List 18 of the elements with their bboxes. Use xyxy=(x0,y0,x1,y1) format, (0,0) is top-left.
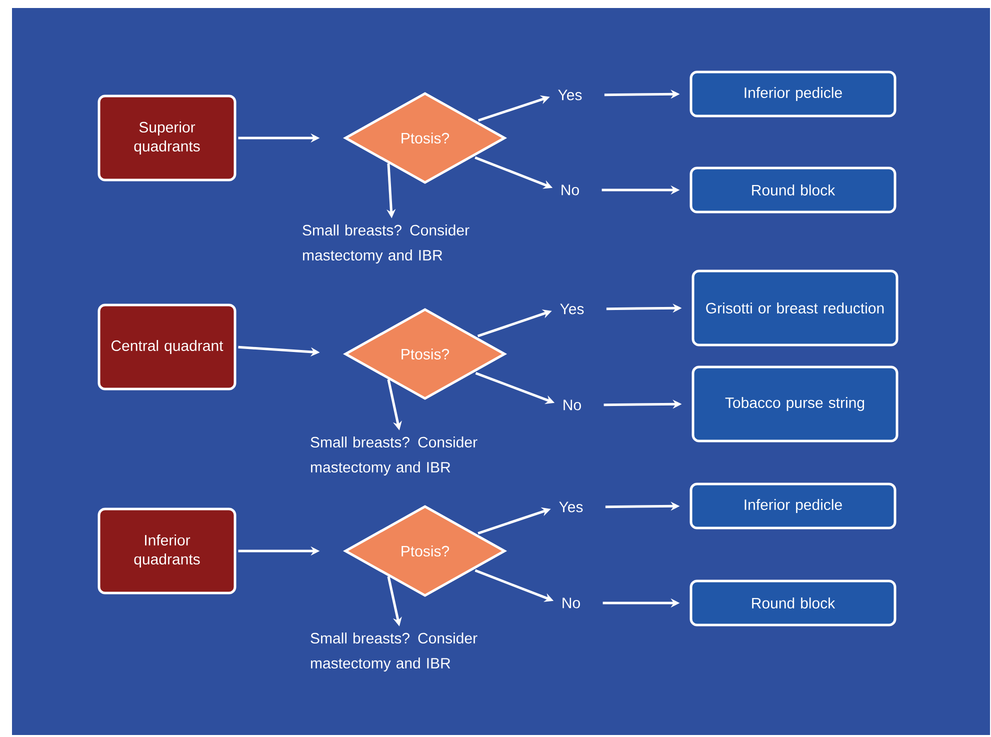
region-box: Central quadrant xyxy=(98,304,236,390)
region-box: Inferior quadrants xyxy=(98,508,236,594)
technique-box: Inferior pedicle xyxy=(690,70,896,118)
answer-text: Yes xyxy=(558,90,582,100)
answer-text: No xyxy=(562,598,580,608)
note-text: Small breasts? Consider mastectomy and IBR xyxy=(310,436,478,476)
note-text: Small breasts? Consider mastectomy and IBR xyxy=(302,224,470,264)
answer-text: No xyxy=(564,400,581,410)
region-box: Superior quadrants xyxy=(98,94,236,182)
answer-text: Yes xyxy=(559,502,583,512)
technique-box: Round block xyxy=(690,166,896,214)
technique-box: Inferior pedicle xyxy=(690,482,896,530)
note-text: Small breasts? Consider mastectomy and IBR xyxy=(310,632,478,672)
technique-box: Grisotti or breast reduction xyxy=(692,270,898,346)
answer-text: Yes xyxy=(560,304,584,314)
technique-box: Tobacco purse string xyxy=(692,366,898,442)
technique-box: Round block xyxy=(690,580,896,626)
answer-text: No xyxy=(562,184,579,196)
